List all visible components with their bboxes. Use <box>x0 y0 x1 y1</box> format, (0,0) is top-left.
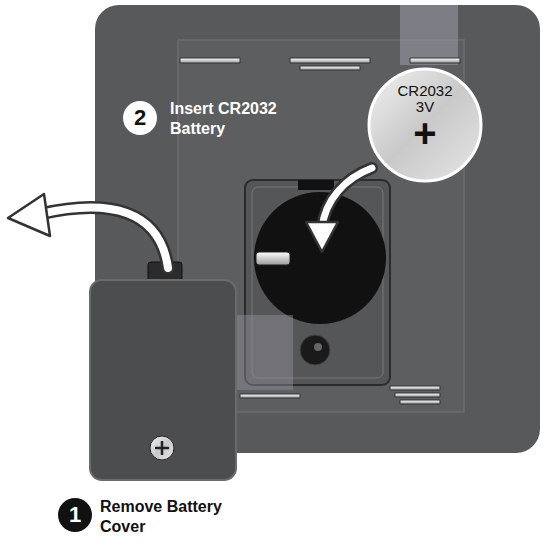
battery-cover <box>90 280 236 480</box>
insert-arrowhead <box>306 222 338 252</box>
step-instruction: Remove Battery Cover <box>100 497 228 537</box>
slot-contact <box>256 252 290 265</box>
holder-clip <box>298 180 334 190</box>
callout-number: 1 <box>58 498 92 532</box>
callout-circle <box>58 498 92 532</box>
coin-battery: CR2032 3V+ <box>367 67 483 183</box>
polarity-sign: + <box>413 115 436 151</box>
tape-strip <box>235 315 293 390</box>
tape-strip <box>400 5 458 65</box>
remove-arrow-outline <box>40 208 168 268</box>
remove-arrowhead <box>8 194 50 236</box>
insert-arrow-outline <box>322 168 372 228</box>
remove-arrow <box>40 208 168 268</box>
hole-highlight <box>314 343 322 351</box>
battery-body <box>369 69 481 181</box>
callout-circle <box>123 101 157 135</box>
battery-model: CR2032 3V <box>392 83 458 115</box>
cover-screw <box>150 436 174 460</box>
insert-arrow <box>322 168 372 228</box>
callout-number: 2 <box>123 101 157 135</box>
step-instruction: Insert CR2032 Battery <box>170 99 298 139</box>
holder-hole <box>300 335 330 365</box>
screw-slot <box>155 441 169 455</box>
